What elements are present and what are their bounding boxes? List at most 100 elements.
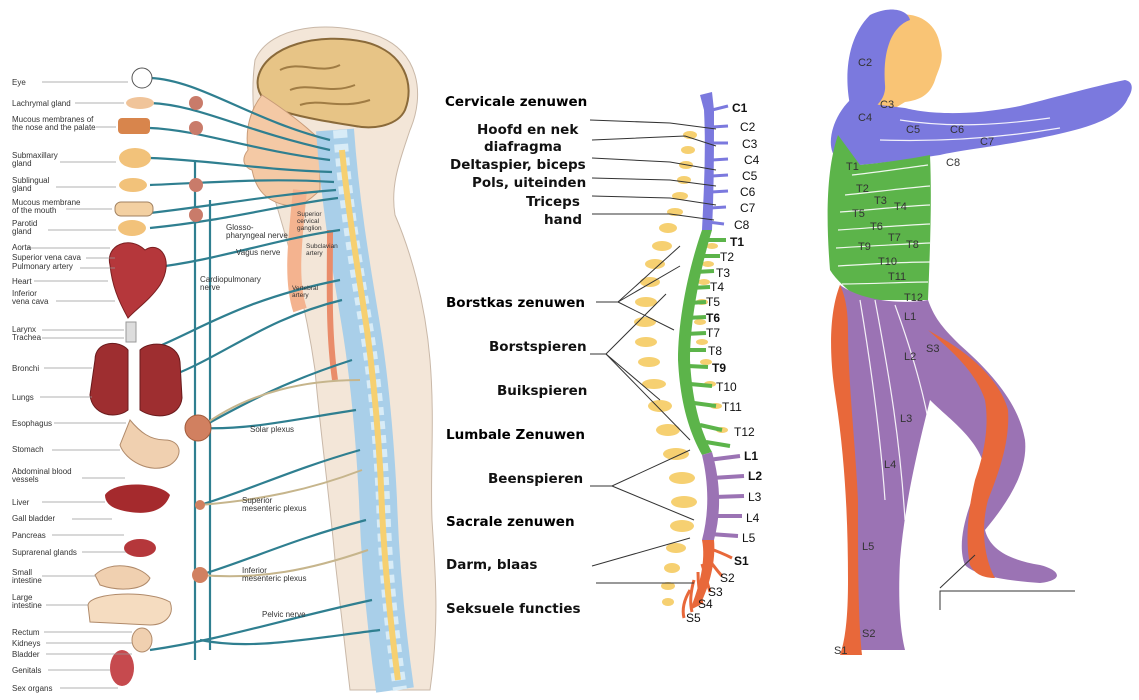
organ-label: Trachea [12,333,42,342]
lungs-organ [90,343,182,415]
dermatome-label: T2 [856,183,869,195]
dermatome-figure: C2C3C4C5C6C7C8T1T2T3T4T5T6T7T8T9T10T11T1… [828,10,1132,657]
dermatome-label: S2 [862,628,875,640]
autonomic-nervous-system-illustration: EyeLachrymal glandMucous membranes ofthe… [12,27,436,693]
spinal-function-label: Darm, blaas [446,557,537,573]
spinal-function-label: Lumbale Zenuwen [446,427,585,443]
vertebra-label: S4 [698,597,713,611]
organ-label: Pulmonary artery [12,262,73,271]
vertebra-label: T8 [708,344,722,358]
organ-label: Lungs [12,393,34,402]
vertebra-label: T3 [716,266,730,280]
organ-label: Smallintestine [12,568,42,585]
parotid-gland-organ [118,220,146,236]
dermatome-label: T5 [852,208,865,220]
vertebra-label: S2 [720,571,735,585]
nerve-label: Inferiormesenteric plexus [242,566,306,583]
small-intestine-organ [95,566,150,589]
organ-label: Superior vena cava [12,253,81,262]
vertebra-label: T7 [706,326,720,340]
nerve-label: Pelvic nerve [262,610,306,619]
spinal-function-label: Borstspieren [489,339,587,355]
dermatome-label: C3 [880,99,894,111]
spinal-function-label: Pols, uiteinden [472,175,586,191]
dermatome-label: S1 [834,645,847,657]
nerve-label: Solar plexus [250,425,294,434]
dermatome-label: T11 [888,271,906,283]
spinal-function-labels: Cervicale zenuwenHoofd en nekdiafragmaDe… [445,94,587,617]
organ-label: Bladder [12,650,40,659]
dermatome-label: C7 [980,136,994,148]
organ-label: Aorta [12,243,32,252]
nerve-label: Vagus nerve [236,248,281,257]
organ-label: Lachrymal gland [12,99,71,108]
dermatome-label: T1 [846,161,859,173]
spinal-function-label: Hoofd en nek [477,122,579,138]
ganglion [189,121,203,135]
vertebra-label: L5 [742,531,756,545]
superior-mesenteric-ganglion [195,500,205,510]
organ-label: Kidneys [12,639,40,648]
dermatome-label: L5 [862,541,874,553]
large-intestine-organ [88,594,171,625]
spinal-function-label: Buikspieren [497,383,587,399]
vertebra-labels: C1C2C3C4C5C6C7C8T1T2T3T4T5T6T7T8T9T10T11… [686,101,762,625]
dermatome-label: L2 [904,351,916,363]
spinal-function-label: hand [544,212,582,228]
organ-label: Rectum [12,628,40,637]
dermatome-label: T12 [904,292,923,304]
dermatome-lumbar [836,285,1057,650]
vertebra-label: T11 [722,400,742,414]
pancreas-organ [124,539,156,557]
vertebra-label: L4 [746,511,760,525]
rectum-organ [132,628,152,652]
dermatome-label: C6 [950,124,964,136]
vertebra-label: L1 [744,449,758,463]
organ-label: Heart [12,277,32,286]
organ-label: Esophagus [12,419,52,428]
spinal-function-label: Sacrale zenuwen [446,514,575,530]
organ-label: Abdominal bloodvessels [12,467,72,484]
vertebra-label: T9 [712,361,726,375]
spinal-function-label: Cervicale zenuwen [445,94,587,110]
dermatome-label: T10 [878,256,897,268]
dermatome-label: C2 [858,57,872,69]
esophagus-stomach-organ [120,420,179,468]
vertebra-label: C8 [734,218,750,232]
nerve-label: Glosso-pharyngeal nerve [226,223,288,240]
dermatome-label: S3 [926,343,939,355]
submaxillary-gland-organ [119,148,151,168]
vertebra-label: C4 [744,153,760,167]
organ-label: Genitals [12,666,41,675]
vertebra-label: T4 [710,280,724,294]
dermatome-label: L3 [900,413,912,425]
vertebra-label: T10 [716,380,737,394]
dermatome-label: T6 [870,221,883,233]
dermatome-label: C8 [946,157,960,169]
vertebra-label: S1 [734,554,749,568]
dermatome-label: C5 [906,124,920,136]
organ-label: Stomach [12,445,44,454]
vertebra-label: T2 [720,250,734,264]
vertebra-label: S5 [686,611,701,625]
dermatome-label: T3 [874,195,887,207]
spinal-function-label: Deltaspier, biceps [450,157,586,173]
organ-label: Liver [12,498,30,507]
ganglion [189,96,203,110]
organ-label: Eye [12,78,26,87]
vertebra-label: T6 [706,311,720,325]
dermatome-label: L4 [884,459,896,471]
spinal-function-label: Beenspieren [488,471,583,487]
heart-organ [109,243,166,318]
nerve-label: Superiormesenteric plexus [242,496,306,513]
liver-organ [105,484,170,512]
vertebra-label: C6 [740,185,756,199]
dermatome-label: C4 [858,112,872,124]
spinal-function-label: Borstkas zenuwen [446,295,585,311]
